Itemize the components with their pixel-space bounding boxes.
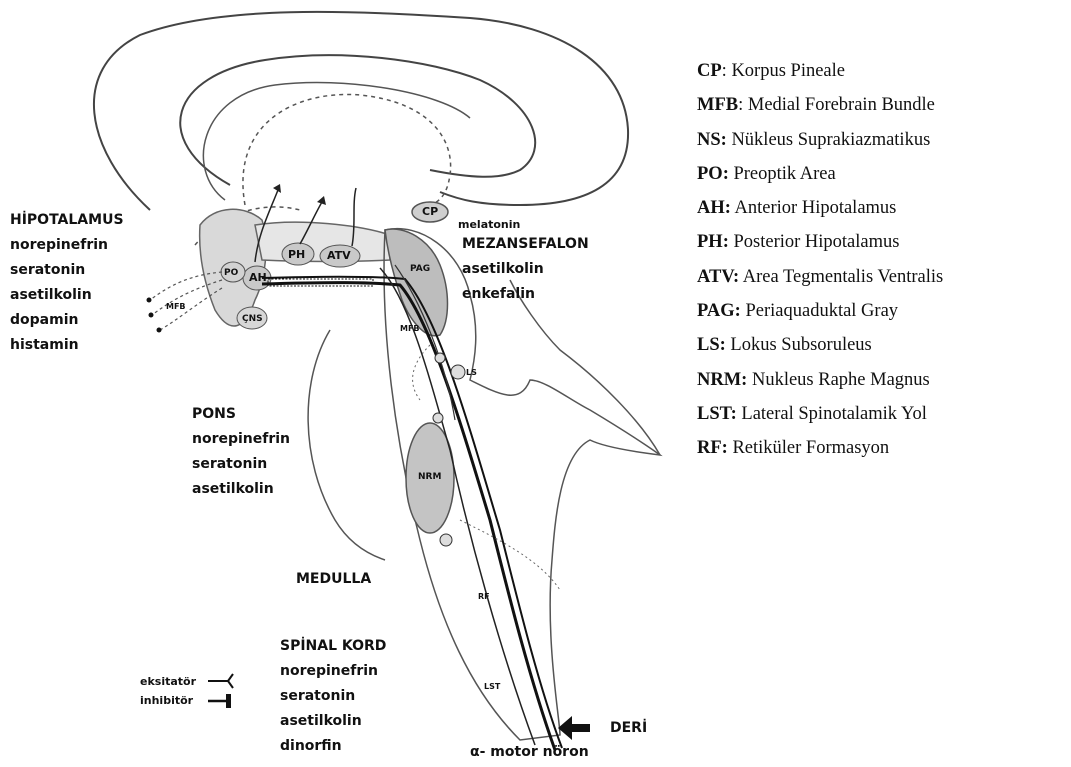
legend-abbr: PAG: — [697, 301, 741, 321]
transmitter: norepinefrin — [192, 427, 290, 452]
region-title: MEDULLA — [296, 567, 371, 592]
mfb-dot-3 — [157, 328, 162, 333]
label-ah: AH — [249, 271, 267, 285]
legend-desc: Lateral Spinotalamik Yol — [741, 404, 927, 424]
legend-row: CP: Korpus Pineale — [697, 54, 943, 88]
excitatory-label: eksitatör — [140, 675, 196, 689]
legend-desc: Nükleus Suprakiazmatikus — [731, 130, 930, 150]
label-ls: LS — [466, 366, 477, 380]
legend-abbr: ATV: — [697, 267, 739, 287]
legend-desc: Area Tegmentalis Ventralis — [743, 267, 943, 287]
pons-outline — [308, 330, 385, 560]
legend-row: ATV: Area Tegmentalis Ventralis — [697, 260, 943, 294]
transmitter: seratonin — [192, 452, 290, 477]
skin-label: DERİ — [610, 716, 647, 741]
legend-row: NRM: Nukleus Raphe Magnus — [697, 363, 943, 397]
legend-sep: : — [738, 95, 748, 115]
legend-abbr: NRM: — [697, 370, 747, 390]
legend-desc: Lokus Subsoruleus — [730, 335, 871, 355]
label-mfb: MFB — [166, 300, 186, 314]
transmitter: seratonin — [280, 684, 386, 709]
legend-desc: Retiküler Formasyon — [732, 438, 889, 458]
abbreviation-legend: CP: Korpus Pineale MFB: Medial Forebrain… — [697, 54, 943, 466]
pag-nucleus — [385, 229, 448, 336]
legend-row: PH: Posterior Hipotalamus — [697, 225, 943, 259]
cell-3 — [433, 413, 443, 423]
legend-abbr: RF: — [697, 438, 728, 458]
legend-desc: Korpus Pineale — [731, 61, 845, 81]
label-ph: PH — [288, 248, 305, 262]
legend-row: PAG: Periaquaduktal Gray — [697, 294, 943, 328]
ls-cell — [451, 365, 465, 379]
region-mezansefalon: melatonin MEZANSEFALON asetilkolin enkef… — [462, 218, 589, 307]
region-title: MEZANSEFALON — [462, 232, 589, 257]
legend-row: AH: Anterior Hipotalamus — [697, 191, 943, 225]
label-po: PO — [224, 266, 238, 280]
region-pons: PONS norepinefrin seratonin asetilkolin — [192, 402, 290, 502]
legend-desc: Medial Forebrain Bundle — [748, 95, 935, 115]
transmitter: dinorfin — [280, 734, 386, 759]
label-pag: PAG — [410, 262, 430, 276]
inner-arch — [203, 82, 470, 200]
legend-desc: Anterior Hipotalamus — [735, 198, 897, 218]
legend-abbr: CP — [697, 61, 722, 81]
label-mfb-2: MFB — [400, 322, 420, 336]
legend-abbr: LS: — [697, 335, 726, 355]
transmitter: enkefalin — [462, 282, 589, 307]
region-medulla: MEDULLA — [296, 567, 371, 592]
legend-abbr: NS: — [697, 130, 727, 150]
inhibitory-label: inhibitör — [140, 694, 193, 708]
legend-row: PO: Preoptik Area — [697, 157, 943, 191]
corpus-callosum — [180, 55, 535, 185]
legend-row: LS: Lokus Subsoruleus — [697, 328, 943, 362]
transmitter: norepinefrin — [280, 659, 386, 684]
tract-third — [380, 268, 535, 745]
mfb-dot-1 — [147, 298, 152, 303]
region-title: SPİNAL KORD — [280, 634, 386, 659]
label-rf: RF — [478, 590, 490, 604]
legend-row: MFB: Medial Forebrain Bundle — [697, 88, 943, 122]
legend-desc: Periaquaduktal Gray — [745, 301, 898, 321]
skin-arrow — [558, 716, 590, 740]
legend-abbr: PO: — [697, 164, 729, 184]
label-ns: ÇNS — [242, 312, 263, 326]
motor-neuron-label: α- motor nöron — [470, 740, 589, 765]
transmitter: asetilkolin — [462, 257, 589, 282]
transmitter: asetilkolin — [192, 477, 290, 502]
transmitter: seratonin — [10, 258, 124, 283]
label-atv: ATV — [327, 249, 351, 263]
legend-row: NS: Nükleus Suprakiazmatikus — [697, 123, 943, 157]
label-lst: LST — [484, 680, 500, 694]
legend-desc: Nukleus Raphe Magnus — [752, 370, 930, 390]
legend-abbr: LST: — [697, 404, 737, 424]
inhibitory-bar — [226, 694, 231, 708]
legend-abbr: MFB — [697, 95, 738, 115]
legend-row: RF: Retiküler Formasyon — [697, 431, 943, 465]
transmitter: asetilkolin — [280, 709, 386, 734]
transmitter: dopamin — [10, 308, 124, 333]
region-hipotalamus: HİPOTALAMUS norepinefrin seratonin aseti… — [10, 208, 124, 358]
region-title: HİPOTALAMUS — [10, 208, 124, 233]
cell-4 — [440, 534, 452, 546]
legend-abbr: AH: — [697, 198, 731, 218]
legend-desc: Posterior Hipotalamus — [733, 232, 899, 252]
label-nrm: NRM — [418, 470, 441, 484]
label-cp: CP — [422, 205, 438, 219]
transmitter: histamin — [10, 333, 124, 358]
excitatory-symbol — [208, 674, 233, 688]
region-title: PONS — [192, 402, 290, 427]
melatonin-label: melatonin — [458, 218, 589, 232]
legend-row: LST: Lateral Spinotalamik Yol — [697, 397, 943, 431]
cell-2 — [435, 353, 445, 363]
legend-desc: Preoptik Area — [733, 164, 835, 184]
transmitter: norepinefrin — [10, 233, 124, 258]
brain-outline — [94, 12, 628, 210]
mfb-dot-2 — [149, 313, 154, 318]
legend-abbr: PH: — [697, 232, 729, 252]
region-spinal: SPİNAL KORD norepinefrin seratonin aseti… — [280, 634, 386, 759]
legend-sep: : — [722, 61, 732, 81]
transmitter: asetilkolin — [10, 283, 124, 308]
